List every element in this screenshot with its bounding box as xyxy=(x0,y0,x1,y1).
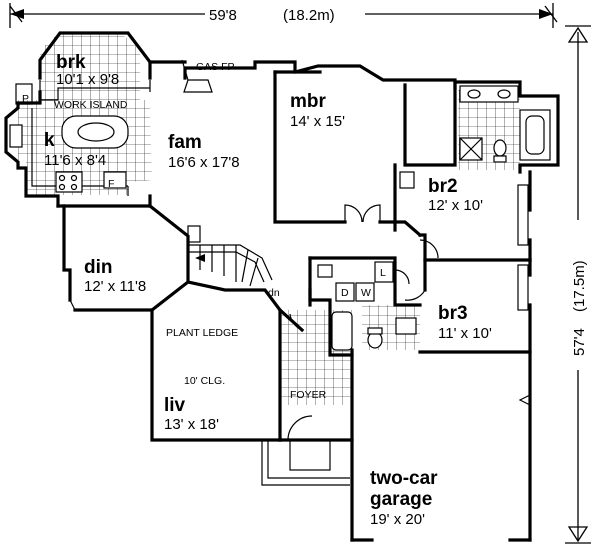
work-island xyxy=(61,115,129,149)
room-size-k: 11'6 x 8'4 xyxy=(44,152,106,169)
width-dimension-metric: (18.2m) xyxy=(283,7,335,24)
room-name-br3: br3 xyxy=(438,303,468,324)
washer-label: W xyxy=(361,287,371,299)
pantry-label: P xyxy=(22,93,29,105)
width-dimension-label: 59'8 xyxy=(209,7,237,24)
room-name-br2: br2 xyxy=(428,176,458,197)
gas-fireplace xyxy=(181,59,213,93)
stairs xyxy=(187,225,273,287)
room-name-fam: fam xyxy=(168,132,202,153)
laundry xyxy=(317,261,394,302)
stairs-down-label: dn xyxy=(268,287,280,299)
master-bath-fixtures xyxy=(459,85,551,163)
gas-fp-label: GAS FP xyxy=(196,61,235,73)
dryer-label: D xyxy=(341,287,349,299)
room-size-br2: 12' x 10' xyxy=(428,197,483,214)
room-name-din: din xyxy=(84,257,113,278)
depth-dimension-metric: (17.5m) xyxy=(571,260,588,312)
foyer-label: FOYER xyxy=(290,389,327,401)
depth-dimension xyxy=(565,25,591,544)
room-size-brk: 10'1 x 9'8 xyxy=(56,71,119,88)
closet-doors xyxy=(399,171,529,311)
room-name-liv: liv xyxy=(164,395,186,416)
work-island-label: WORK ISLAND xyxy=(54,99,128,111)
windows xyxy=(39,80,153,330)
hall-bath-fixtures xyxy=(331,311,417,351)
room-size-liv: 13' x 18' xyxy=(164,416,219,433)
room-name-mbr: mbr xyxy=(290,91,327,112)
walls xyxy=(4,31,560,542)
room-name-garage-line2: garage xyxy=(370,489,432,510)
kitchen-counters xyxy=(9,87,150,196)
linen-label: L xyxy=(380,267,386,279)
width-dimension xyxy=(9,3,558,28)
depth-dimension-label: 57'4 xyxy=(571,328,588,356)
room-name-garage-line1: two-car xyxy=(370,468,438,489)
pantry xyxy=(15,83,33,105)
front-porch xyxy=(261,439,350,486)
doors xyxy=(287,204,531,441)
room-size-fam: 16'6 x 17'8 xyxy=(168,154,240,171)
room-name-k: k xyxy=(44,130,55,151)
room-size-br3: 11' x 10' xyxy=(438,325,492,342)
room-name-brk: brk xyxy=(56,52,86,73)
fridge-label: F xyxy=(108,178,114,190)
ceiling-label: 10' CLG. xyxy=(184,375,225,387)
plant-ledge-label: PLANT LEDGE xyxy=(166,327,238,339)
room-size-garage: 19' x 20' xyxy=(370,511,425,528)
room-size-din: 12' x 11'8 xyxy=(84,278,146,295)
room-size-mbr: 14' x 15' xyxy=(290,113,345,130)
